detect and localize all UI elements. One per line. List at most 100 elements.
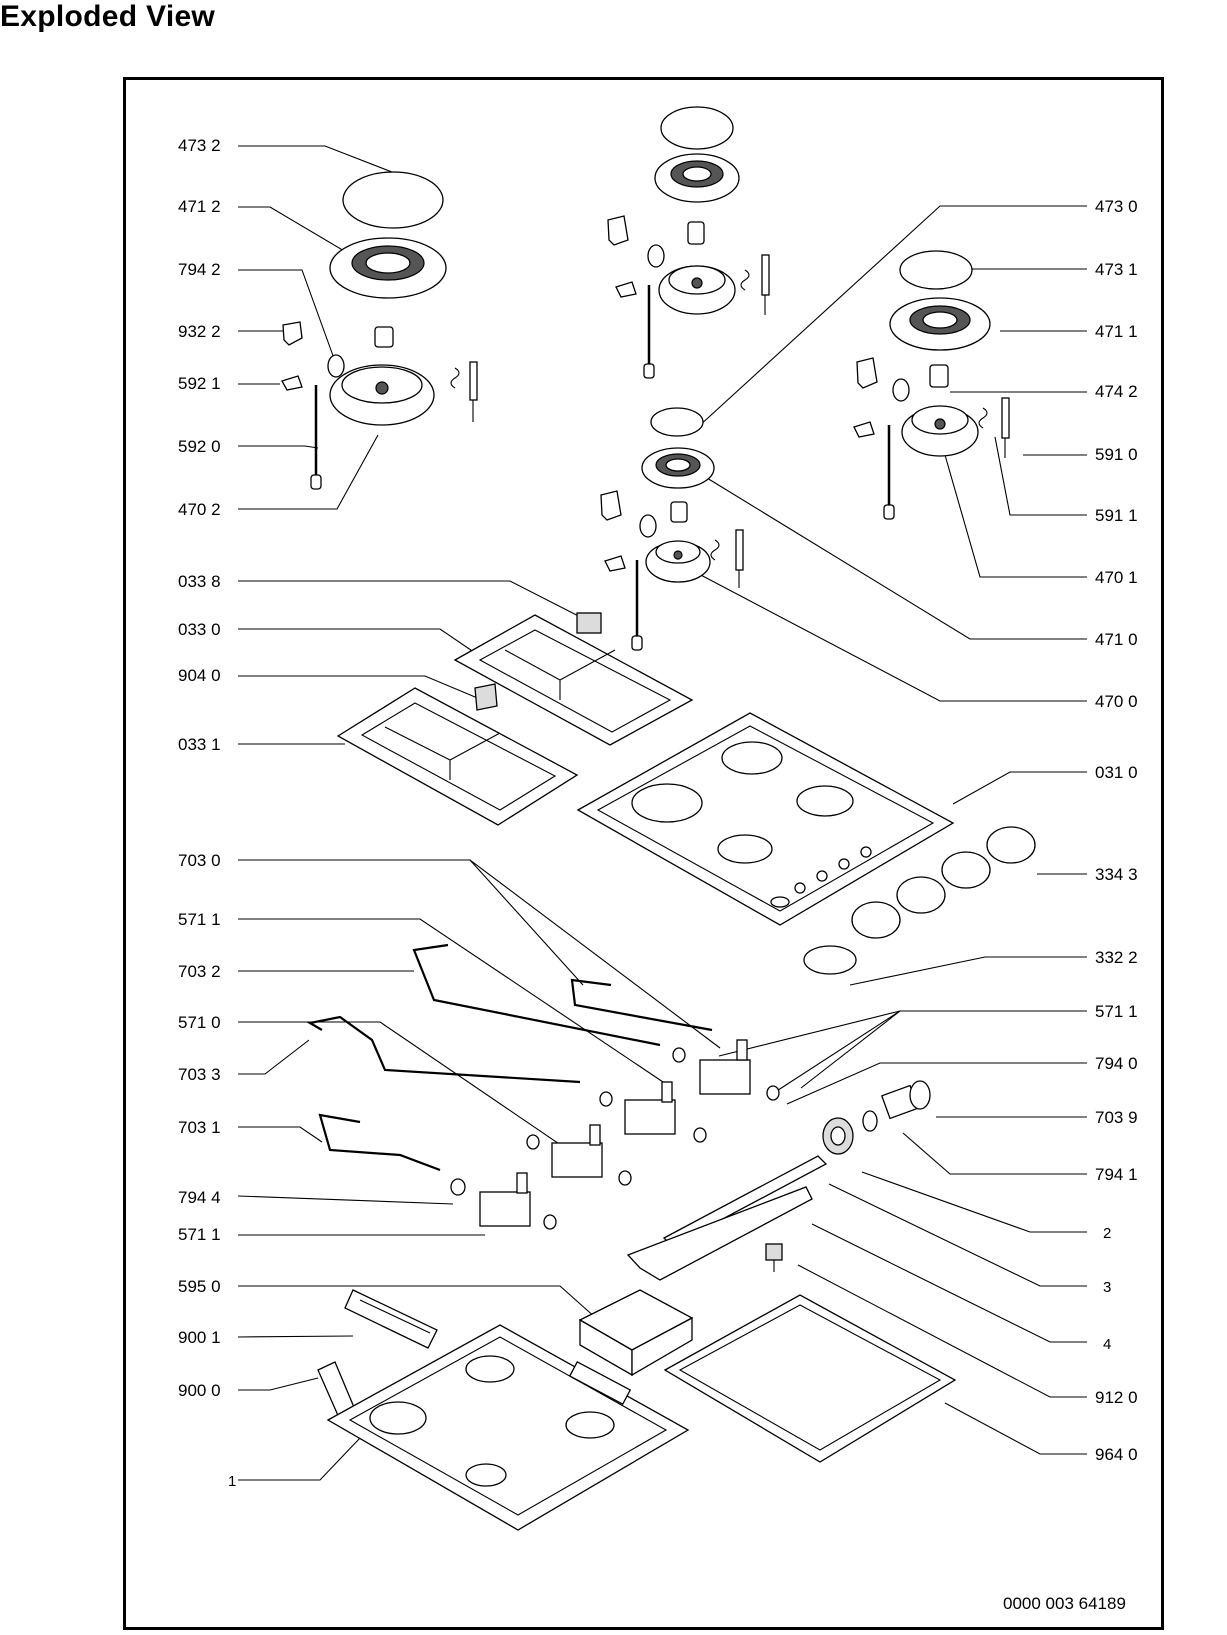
burner-cap-473-0 bbox=[650, 407, 704, 437]
pan-support-033-1 bbox=[336, 687, 579, 826]
washers-794 bbox=[450, 1047, 780, 1230]
igniter-591-0 bbox=[978, 397, 1010, 458]
gasket-964-0 bbox=[663, 1294, 957, 1463]
callout-904-0: 904 0 bbox=[178, 666, 221, 685]
drawing-frame bbox=[123, 77, 1164, 1630]
callout-703-9: 703 9 bbox=[1095, 1108, 1138, 1127]
callout-592-1: 592 1 bbox=[178, 374, 221, 393]
clip-center bbox=[600, 490, 622, 521]
callout-794-1: 794 1 bbox=[1095, 1165, 1138, 1184]
callout-470-0: 470 0 bbox=[1095, 692, 1138, 711]
gas-valve-571-1 bbox=[479, 1172, 531, 1227]
seal-ring-top-center bbox=[647, 244, 665, 268]
callout-794-4: 794 4 bbox=[178, 1188, 221, 1207]
callout-033-1: 033 1 bbox=[178, 735, 221, 754]
pan-support-033-0 bbox=[453, 614, 694, 746]
callout-473-0: 473 0 bbox=[1095, 197, 1138, 216]
gas-pipe-703-1 bbox=[318, 1113, 441, 1172]
drawing-number: 0000 003 64189 bbox=[1003, 1594, 1126, 1613]
clip-932-2 bbox=[282, 321, 303, 346]
callout-794-0: 794 0 bbox=[1095, 1054, 1138, 1073]
callout-470-1: 470 1 bbox=[1095, 568, 1138, 587]
leader-lines bbox=[237, 145, 1087, 1481]
hob-top-031-0 bbox=[576, 712, 955, 926]
seal-ring-right bbox=[892, 378, 910, 402]
callout-900-0: 900 0 bbox=[178, 1381, 221, 1400]
burner-crown-471-0 bbox=[641, 447, 715, 489]
thermocouple-clip-center bbox=[604, 555, 626, 572]
callout-473-1: 473 1 bbox=[1095, 260, 1138, 279]
callout-595-0: 595 0 bbox=[178, 1277, 221, 1296]
burner-crown-471-2 bbox=[329, 237, 447, 299]
callout-794-2: 794 2 bbox=[178, 260, 221, 279]
seal-ring-794-2 bbox=[327, 354, 345, 378]
thermocouple-clip-right bbox=[853, 421, 875, 438]
ignition-unit-595-0 bbox=[578, 1289, 694, 1377]
washer-794-1 bbox=[862, 1110, 878, 1132]
burner-cap-473-1 bbox=[899, 250, 973, 290]
callout-332-2: 332 2 bbox=[1095, 948, 1138, 967]
callout-592-0: 592 0 bbox=[178, 437, 221, 456]
gas-pipe-703-0 bbox=[570, 978, 713, 1032]
bottom-tray-1 bbox=[326, 1324, 690, 1531]
callout-031-0: 031 0 bbox=[1095, 763, 1138, 782]
nut-2 bbox=[822, 1117, 854, 1155]
screw-912-0 bbox=[765, 1243, 783, 1272]
seal-ring-center bbox=[639, 514, 657, 538]
gas-pipe-703-3 bbox=[306, 1015, 581, 1084]
gas-pipe-703-2 bbox=[412, 943, 661, 1047]
igniter-top-center bbox=[740, 254, 770, 315]
callout-334-3: 334 3 bbox=[1095, 865, 1138, 884]
thermocouple-592-0 bbox=[310, 385, 322, 490]
callout-703-3: 703 3 bbox=[178, 1065, 221, 1084]
knob-332-2 bbox=[803, 945, 857, 975]
callouts-left: 473 2 471 2 794 2 932 2 592 1 592 0 470 … bbox=[178, 136, 236, 1490]
manifold-bracket-4 bbox=[626, 1186, 813, 1281]
callout-591-0: 591 0 bbox=[1095, 445, 1138, 464]
callout-033-8: 033 8 bbox=[178, 572, 221, 591]
knob-334-3 bbox=[851, 826, 1036, 939]
callout-591-1: 591 1 bbox=[1095, 506, 1138, 525]
callout-2: 2 bbox=[1103, 1225, 1111, 1242]
callout-470-2: 470 2 bbox=[178, 500, 221, 519]
burner-cap-top-center bbox=[660, 106, 734, 150]
burner-crown-471-1 bbox=[889, 297, 991, 351]
gas-valve-right bbox=[699, 1039, 751, 1095]
burner-body-top-center bbox=[658, 265, 736, 315]
burner-cap-473-2 bbox=[342, 171, 444, 229]
thermocouple-clip-592-1 bbox=[281, 375, 303, 391]
rubber-foot-033-8 bbox=[576, 612, 602, 634]
callout-473-2: 473 2 bbox=[178, 136, 221, 155]
thermocouple-top-center bbox=[643, 285, 655, 379]
callout-4: 4 bbox=[1103, 1336, 1111, 1353]
callout-900-1: 900 1 bbox=[178, 1328, 221, 1347]
bracket-900-1 bbox=[344, 1289, 438, 1349]
callout-3: 3 bbox=[1103, 1279, 1111, 1296]
callout-471-0: 471 0 bbox=[1095, 630, 1138, 649]
callouts-right: 473 0 473 1 471 1 474 2 591 0 591 1 470 … bbox=[1095, 197, 1138, 1464]
callout-571-1c: 571 1 bbox=[1095, 1002, 1138, 1021]
callout-703-2: 703 2 bbox=[178, 962, 221, 981]
callout-471-2: 471 2 bbox=[178, 197, 221, 216]
nozzle-474-2 bbox=[929, 364, 949, 388]
callout-571-0: 571 0 bbox=[178, 1013, 221, 1032]
nozzle-top-center bbox=[687, 221, 705, 245]
callout-932-2: 932 2 bbox=[178, 322, 221, 341]
pad-904-0 bbox=[474, 683, 498, 711]
elbow-fitting-703-9 bbox=[880, 1080, 931, 1120]
callout-964-0: 964 0 bbox=[1095, 1445, 1138, 1464]
page-title: Exploded View bbox=[0, 0, 216, 33]
burner-body-470-0 bbox=[645, 540, 711, 583]
callout-474-2: 474 2 bbox=[1095, 382, 1138, 401]
gas-valve-center-right bbox=[624, 1081, 676, 1135]
thermocouple-clip-top-center bbox=[615, 281, 637, 298]
clip-right bbox=[856, 357, 878, 389]
callout-571-1b: 571 1 bbox=[178, 1225, 221, 1244]
gas-valve-571-0 bbox=[551, 1124, 603, 1178]
thermocouple-right bbox=[883, 425, 895, 520]
callout-703-1: 703 1 bbox=[178, 1118, 221, 1137]
thermocouple-center bbox=[631, 560, 643, 651]
callout-912-0: 912 0 bbox=[1095, 1388, 1138, 1407]
callout-1: 1 bbox=[228, 1473, 236, 1490]
